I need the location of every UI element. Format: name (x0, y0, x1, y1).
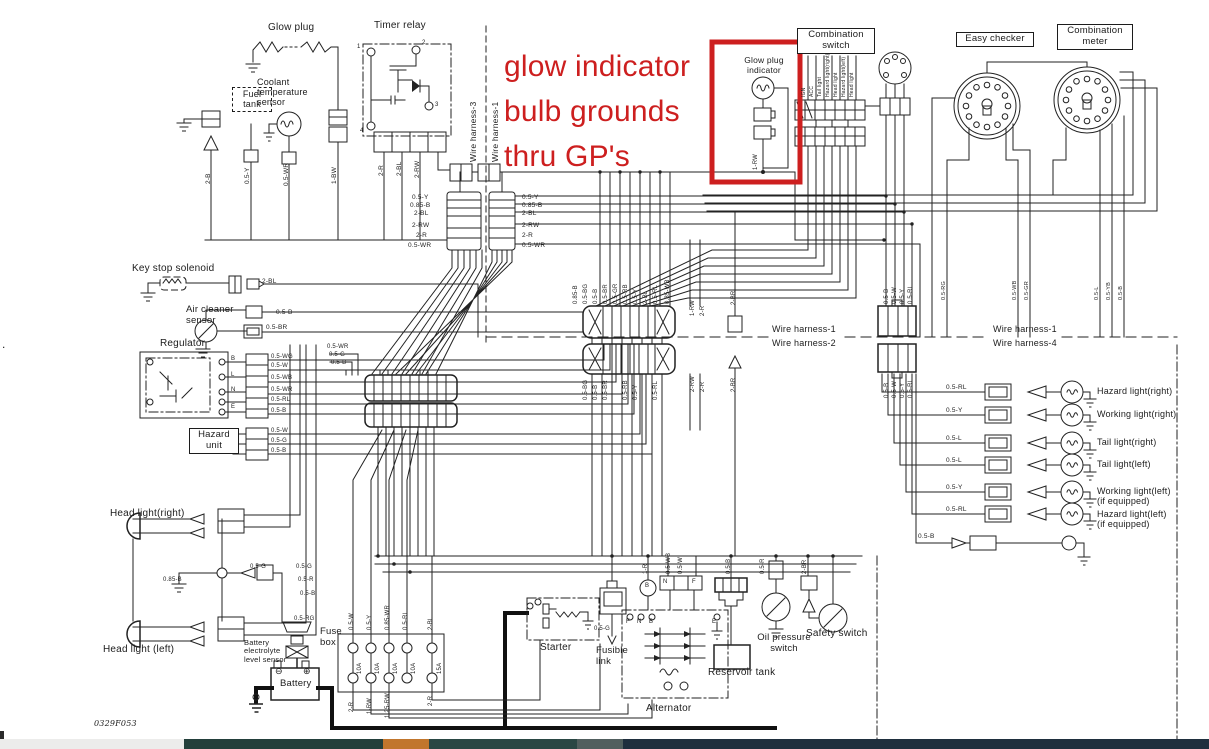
light-row (935, 503, 1096, 529)
taskbar-seg-orange (383, 739, 429, 749)
hazard-unit-symbol (233, 374, 652, 460)
ground-and-fuel-sender (177, 111, 258, 240)
battery-symbol (249, 613, 775, 728)
harness-connectors-center (583, 212, 760, 556)
taskbar-seg-teal-2 (429, 739, 577, 749)
alternator-symbol (622, 576, 728, 698)
easy-checker-symbol (932, 73, 1030, 337)
battery-electrolyte-sensor-symbol (283, 622, 311, 668)
timer-relay-symbol (363, 44, 451, 240)
taskbar-seg-teal-1 (184, 739, 383, 749)
wire-fans (372, 62, 1157, 374)
coolant-temperature-sensor-symbol (264, 112, 301, 240)
light-row (935, 381, 1096, 407)
starter-symbol (527, 598, 599, 640)
reservoir-tank-symbol (714, 578, 750, 669)
taskbar-seg-navy (623, 739, 1209, 749)
taskbar-notch (0, 731, 4, 740)
glow-plug-symbol (246, 42, 347, 240)
annotation-box (712, 42, 800, 182)
top-bus (205, 164, 884, 240)
taskbar-seg-gray (577, 739, 623, 749)
taskbar-strip[interactable] (0, 739, 1209, 749)
central-multipin-connectors (330, 354, 457, 556)
light-row (935, 481, 1096, 507)
light-row (935, 454, 1096, 480)
right-harness-connector (878, 300, 935, 543)
center-connector-stacks (447, 172, 515, 250)
light-row (935, 404, 1096, 430)
taskbar-seg-light (0, 739, 184, 749)
key-stop-solenoid-symbol (141, 276, 478, 337)
regulator-symbol (140, 344, 634, 418)
glow-plug-indicator-symbol (752, 77, 788, 174)
ground-row (935, 536, 1090, 565)
combination-switch-symbol (795, 52, 912, 306)
bottom-buses (375, 554, 862, 604)
harness-divider-lines (486, 26, 1177, 740)
fuse-box-symbol (338, 430, 652, 718)
combination-meter-symbol (1053, 67, 1124, 337)
head-light-circuits (127, 345, 316, 647)
fusible-link-symbol (600, 556, 626, 644)
safety-switch-symbol (801, 576, 847, 632)
air-cleaner-sensor-symbol (195, 306, 583, 357)
light-circuits (935, 381, 1096, 565)
